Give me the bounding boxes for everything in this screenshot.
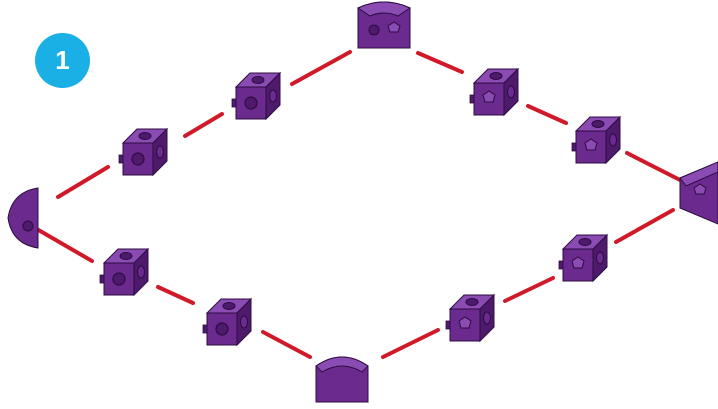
step-number: 1 (55, 45, 70, 75)
rod (183, 112, 224, 138)
rod (526, 104, 568, 125)
rod (381, 328, 440, 359)
cube-connector (231, 71, 282, 121)
cube-connector (445, 293, 496, 343)
rod (56, 165, 110, 199)
cube-connector (469, 67, 520, 117)
quarter-round-connector (7, 187, 39, 249)
rod (261, 330, 312, 359)
rod (614, 208, 675, 244)
rod (416, 51, 464, 74)
cube-connector (99, 247, 150, 297)
cube-connector (679, 161, 718, 225)
step-number-badge: 1 (35, 33, 90, 88)
rod (503, 276, 555, 303)
rod-group (33, 50, 682, 359)
rod (156, 285, 195, 305)
cube-connector (558, 233, 609, 283)
rod (290, 50, 352, 86)
rod (33, 226, 94, 263)
cube-connector (118, 127, 169, 177)
quarter-round-connector (356, 1, 412, 49)
quarter-round-connector (315, 356, 369, 403)
block-group (7, 1, 718, 403)
cube-connector (571, 115, 622, 165)
rod (625, 151, 682, 182)
cube-connector (202, 297, 253, 347)
